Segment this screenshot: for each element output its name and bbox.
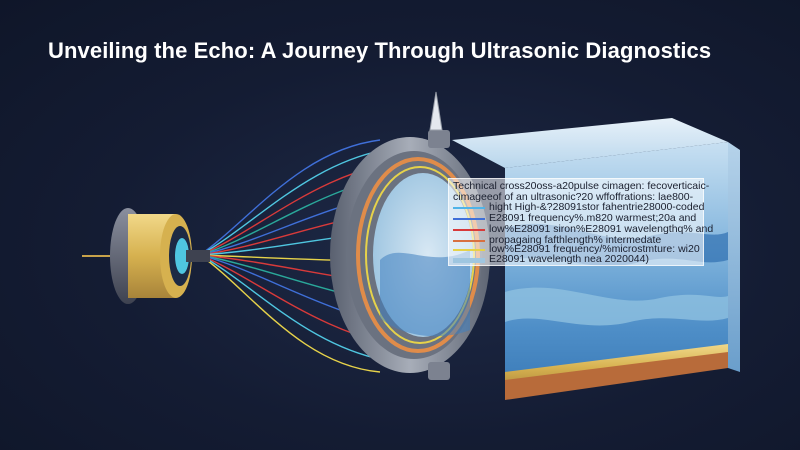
tissue-wave-layer-light — [505, 287, 728, 326]
ring-top-spike — [429, 91, 443, 131]
probe-crystal — [175, 238, 189, 274]
caption-box: Technical cross20oss-a20pulse cimagen: f… — [448, 178, 713, 266]
wave-line — [199, 147, 396, 256]
transducer-probe — [82, 208, 210, 304]
caption-line: E28091 frequency%.m820 warmest;20a and — [489, 212, 697, 224]
caption-line: hight High-&?28091stor fahentrie28000-co… — [489, 201, 705, 213]
ring-top-clamp — [428, 130, 450, 148]
legend-swatch-lightblue — [453, 258, 485, 263]
caption-line: cimageeof of an ultrasonic?20 wffoffrati… — [453, 191, 694, 203]
caption-line: E28091 wavelength nea 2020044) — [489, 253, 649, 265]
legend-swatch-blue — [453, 218, 485, 220]
ring-inner-wave — [380, 250, 470, 337]
tissue-top-face — [452, 118, 728, 168]
legend-swatch-cyan — [453, 207, 485, 209]
wave-line — [199, 254, 381, 373]
legend-swatch-red — [453, 229, 485, 231]
legend-swatch-yellow — [453, 249, 485, 251]
caption-line: Technical cross20oss-a20pulse cimagen: f… — [453, 180, 710, 192]
caption-line: low%E28091 frequency/%microstmture: wi20 — [489, 243, 700, 255]
wave-line — [199, 254, 396, 363]
caption-line: low%E28091 siron%E28091 wavelengthq% and — [489, 223, 714, 235]
legend-swatch-orange — [453, 240, 485, 242]
tissue-bone-layer — [505, 352, 728, 400]
tissue-side-face — [728, 142, 740, 372]
caption-line: propagaing fafthlength% intermedate — [489, 234, 662, 246]
slide-title: Unveiling the Echo: A Journey Through Ul… — [48, 38, 712, 63]
probe-nozzle — [186, 250, 210, 262]
ring-bottom-clamp — [428, 362, 450, 380]
wave-line — [199, 139, 381, 256]
